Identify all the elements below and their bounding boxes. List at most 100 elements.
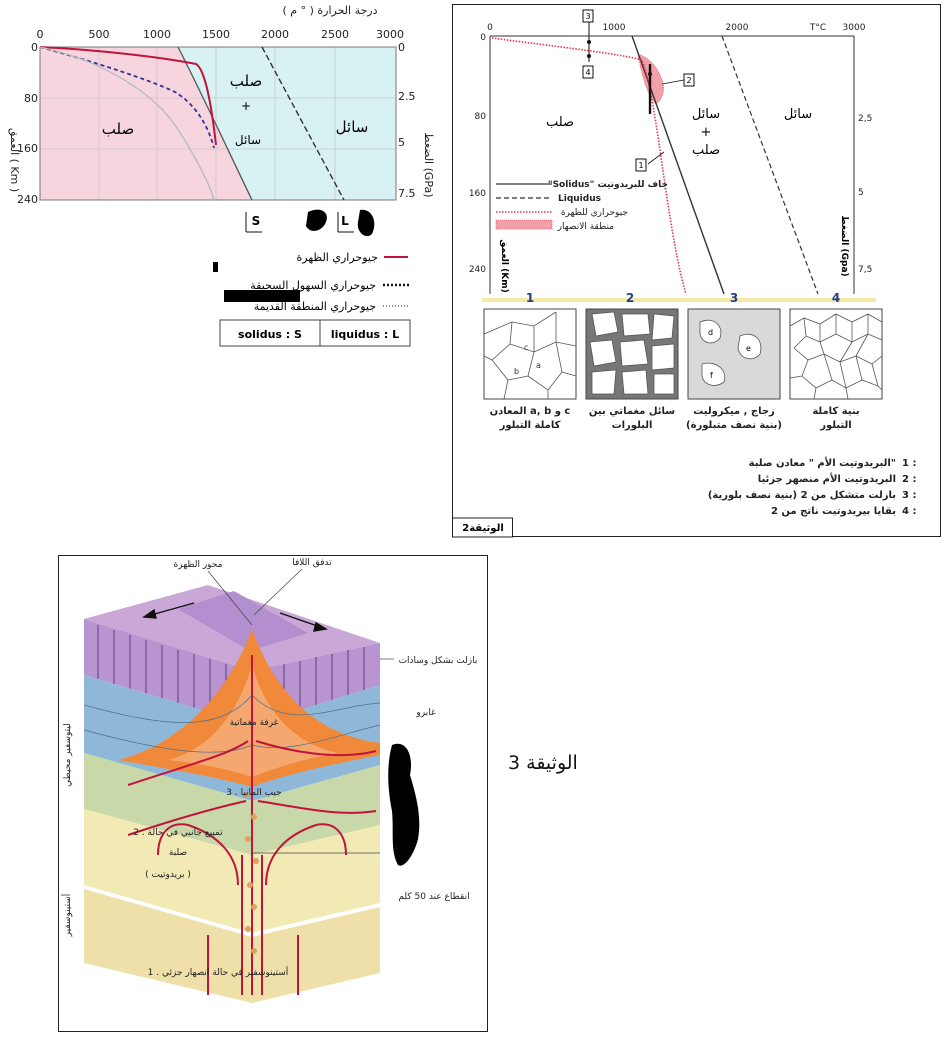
doc2-depth-tick: 80 [475,112,487,122]
doc3-flow-arrow [127,800,247,836]
doc2-legend-melt: منطقة الانصهار [557,222,615,232]
doc1-legend-abyssal: جيوحراري السهول السحيقة [250,279,376,292]
svg-text:b: b [514,367,519,376]
doc2-depth-ticks: 0 80 160 240 [469,33,486,275]
doc2-legend: "Solidus" جاف للبريدوتيت Liquidus جيوحرا… [495,180,668,232]
doc1-liquidus-box: liquidus : L [331,328,399,341]
doc2-panel-2 [585,308,679,400]
doc2-panel-number: 3 [730,291,738,305]
doc2-temp-tick: 3000 [843,23,866,33]
doc1-temp-tick: 2500 [321,28,349,41]
doc2-ridge-geotherm [491,37,687,295]
doc2-pressure-tick: 7,5 [858,265,872,275]
doc2-marker-3: 3 [582,9,594,23]
doc2-marker-1-text: 1 [638,161,643,170]
doc1-temp-tick: 0 [37,28,44,41]
doc3-label-axis: محور الظهرة [174,560,223,570]
svg-text:d: d [708,328,713,337]
doc3-ridge-block-diagram: محور الظهرة تدفق اللافا بازلت بشكل وسادا… [58,555,488,1032]
doc1-redaction-blot [357,209,375,237]
doc3-label-lith: ليتوسفير محيطي [63,723,73,787]
doc1-pressure-tick: 0 [398,41,405,54]
doc3-label-s3: 3 . جيب المانيا [226,788,281,798]
doc3-label-pillow: بازلت بشكل وسادات [399,656,478,666]
doc2-panel-caption: المعادن a, b و c [490,406,571,417]
doc1-plus-label: + [241,99,251,113]
doc1-temp-tick: 1500 [202,28,230,41]
doc1-depth-tick: 0 [31,41,38,54]
doc2-panel-caption: (بنية نصف متبلورة) [686,420,782,431]
doc2-temp-tick: 1000 [603,23,626,33]
doc2-title: الوثيقة2 [462,523,504,534]
doc2-legend-ridge: جيوحراري للظهرة [561,208,628,218]
doc1-tag-s: S [245,212,262,233]
doc3-solid-peridotite [84,809,380,933]
doc2-pressure-label: الضغط (Gpa) [839,215,849,276]
doc2-pressure-tick: 2,5 [858,114,872,124]
svg-text:f: f [710,371,713,380]
doc2-marker-2-text: 2 [686,76,691,85]
doc3-label-gabbro: غابرو [415,708,436,718]
doc2-panel-number: 2 [626,291,634,305]
doc1-legend-old: جيوحراري المنطقة القديمة [254,300,376,313]
doc3-label-s1: 1 . أستينوسفير في حالة انصهار جزئي [148,966,289,978]
doc3-label-s2c: ( بريدوتيت ) [145,870,191,880]
doc2-panel-caption: كاملة التبلور [499,420,561,431]
doc2-panel-number: 1 [526,291,534,305]
doc2-pressure-ticks: 2,5 5 7,5 [858,114,872,275]
doc2-caption-text: بازلت متشكل من 2 (بنية نصف بلورية) [708,490,896,501]
doc1-liquid-right-label: سائل [336,118,369,136]
doc1-temp-ticks: 0 500 1000 1500 2000 2500 3000 [37,28,405,41]
doc3-label-s2b: صلبة [169,848,187,858]
doc2-panel-3: d e f [687,308,781,400]
doc1-pressure-tick: 7.5 [398,187,416,200]
doc3-label-break: انقطاع عند 50 كلم [398,892,469,902]
doc2-caption-text: البريدوتيت الأم " معادن صلبة" [749,456,896,469]
doc2-depth-tick: 240 [469,265,486,275]
doc1-depth-tick: 240 [17,193,38,206]
doc1-top-axis-label: درجة الحرارة ( ° م ) [283,4,378,17]
doc1-redaction-blot [306,209,327,231]
doc2-panel-4 [789,308,883,400]
doc1-old-geotherm [39,46,215,201]
doc2-marker-3-text: 3 [585,12,590,21]
doc1-solidus-box: solidus : S [238,328,302,341]
doc2-panel-caption: سائل مغماتي بين [589,406,675,417]
doc3-redaction-blot [388,743,420,866]
doc1-phase-diagram: 0 500 1000 1500 2000 2500 3000 درجة الحر… [7,4,435,347]
doc1-depth-tick: 160 [17,142,38,155]
doc2-marker-1: 1 [635,151,665,172]
doc2-mix-plus: + [701,125,712,140]
doc3-title: الوثيقة 3 [508,752,578,774]
doc3-label-lava: تدفق اللافا [292,558,332,568]
doc3-label-s2a: 2 . تمييع جانبي في حالة [133,828,223,838]
svg-text:a: a [536,361,541,370]
svg-text:e: e [746,344,751,353]
doc2-panel-1: c a b [483,308,577,400]
doc2-panel-number: 4 [832,291,840,305]
doc2-caption-num: 3 : [902,490,916,501]
doc2-phase-diagram: 0 1000 2000 3000 T°C 0 80 160 240 2,5 5 … [452,4,941,538]
doc1-liquid-mid-label: سائل [235,133,261,147]
doc2-legend-solidus: "Solidus" جاف للبريدوتيت [548,180,668,190]
doc2-panel-caption: بنية كاملة [812,406,859,417]
doc2-temp-unit: T°C [809,23,826,33]
doc1-tag-l-text: L [341,214,349,228]
doc2-marker-4: 4 [582,65,594,79]
doc1-solid-region [40,47,252,200]
doc2-marker-4-text: 4 [585,68,590,77]
doc1-temp-tick: 2000 [261,28,289,41]
doc2-liquid-label: سائل [784,107,812,122]
doc3-flow-arrow [255,740,377,757]
doc2-legend-liquidus: Liquidus [558,194,601,204]
doc1-temp-tick: 500 [89,28,110,41]
doc2-panel-caption: زجاج , ميكروليت [693,406,775,417]
doc3-flow-arrow [127,740,249,786]
doc2-caption-num: 1 : [902,458,916,469]
doc2-caption-text: البريدوتيت الأم منصهر جزئيا [758,472,896,485]
doc2-depth-tick: 0 [480,33,486,43]
doc1-ridge-geotherm [39,46,217,146]
svg-text:c: c [524,343,528,352]
doc2-mix-top: سائل [692,107,720,122]
